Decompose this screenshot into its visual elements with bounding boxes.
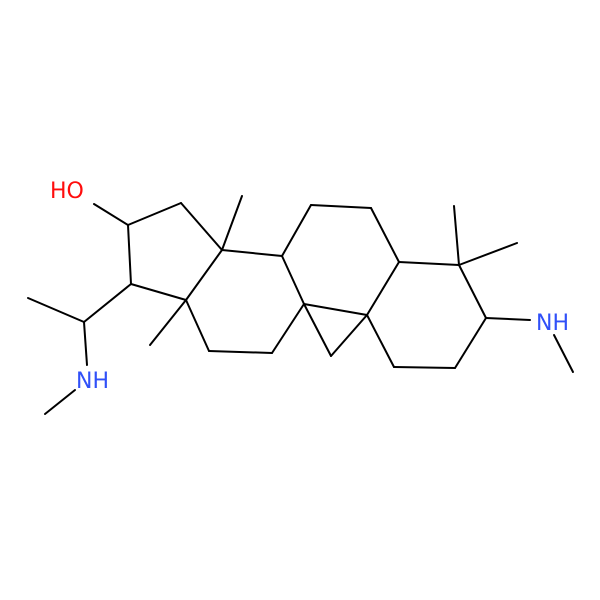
bond bbox=[330, 314, 368, 357]
bond bbox=[221, 249, 283, 257]
bond bbox=[458, 242, 518, 266]
bond bbox=[281, 204, 312, 257]
bond bbox=[393, 366, 456, 369]
bond bbox=[27, 297, 85, 323]
bond bbox=[366, 314, 395, 368]
bond bbox=[271, 303, 305, 354]
bond bbox=[44, 389, 76, 415]
bond bbox=[303, 303, 332, 357]
amine-label-left: NH bbox=[76, 369, 109, 394]
bond bbox=[180, 202, 223, 251]
bond bbox=[398, 261, 460, 266]
bond bbox=[127, 224, 132, 285]
bond bbox=[208, 350, 273, 354]
bond bbox=[130, 283, 187, 301]
bond bbox=[310, 204, 372, 209]
bond bbox=[185, 299, 210, 352]
bond bbox=[149, 299, 187, 346]
amine-label-right: NH bbox=[536, 311, 569, 336]
bond bbox=[127, 202, 182, 226]
bond bbox=[93, 203, 129, 226]
bond bbox=[185, 249, 223, 301]
bond-layer bbox=[27, 195, 574, 415]
bond bbox=[453, 205, 460, 266]
bond bbox=[454, 317, 487, 369]
bond bbox=[370, 207, 400, 263]
bond bbox=[281, 255, 305, 305]
bond bbox=[83, 321, 88, 366]
bond bbox=[485, 317, 531, 321]
bond bbox=[553, 334, 574, 373]
bond bbox=[458, 264, 487, 319]
hydroxyl-label: HO bbox=[50, 179, 84, 204]
bond bbox=[366, 261, 400, 316]
atom-labels: HO NH NH bbox=[50, 179, 569, 394]
bond bbox=[221, 195, 243, 251]
bond bbox=[303, 303, 368, 316]
bond bbox=[83, 283, 132, 323]
